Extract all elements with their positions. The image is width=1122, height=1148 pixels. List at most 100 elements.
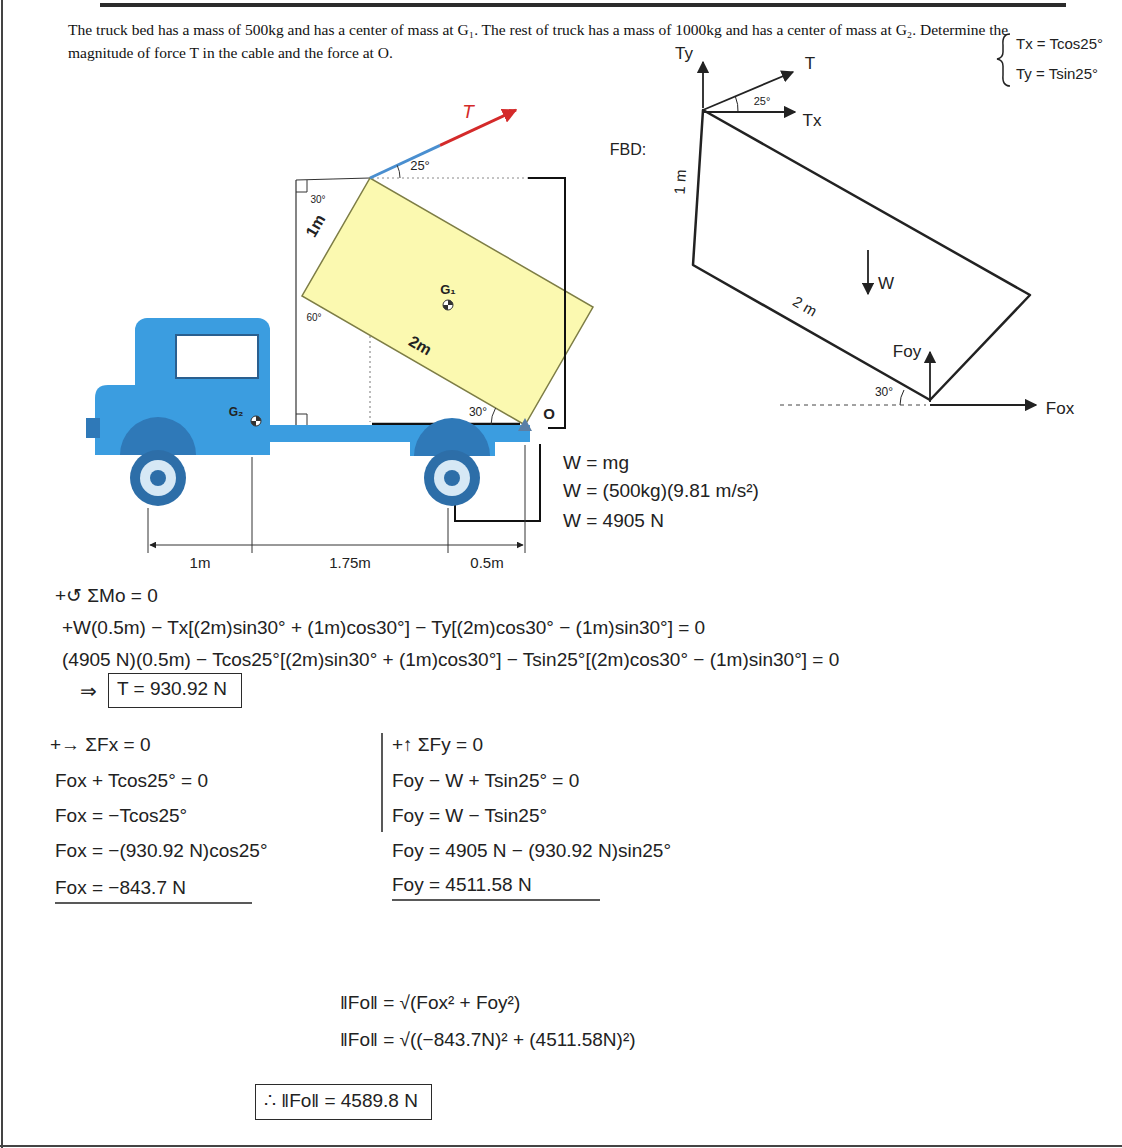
angle-label: 60° [306,312,321,324]
fbd-heading: FBD: [610,141,646,159]
angle-arc [900,390,904,405]
dimension-tick [525,445,526,553]
force-arrow [929,352,931,402]
equation-line: Fox + Tcos25° = 0 [55,770,208,792]
equation-line: Fox = −Tcos25° [55,805,187,827]
force-arrow [867,250,869,294]
angle-arc [397,165,400,178]
underline [392,899,600,901]
equation-line: Ty = Tsin25° [1016,65,1098,82]
answer-text: T = 930.92 N [117,678,233,700]
force-arrow [930,404,1036,406]
equation-line: Foy = 4511.58 N [392,874,532,896]
pivot-symbol [518,418,532,431]
force-arrow [703,72,793,110]
reference-line [295,180,296,426]
dimension-tick [148,508,149,553]
wheel-hub [150,470,166,486]
cable [370,145,440,178]
reference-line [780,405,926,406]
equation-line: W = 4905 N [563,510,664,532]
force-label: T [462,101,474,123]
bracket-line [528,178,565,428]
left-rule [1,0,3,1148]
angle-label: 25° [754,95,771,108]
equation-line: Fox = −843.7 N [55,877,186,899]
force-label: W [878,274,894,294]
bottom-rule [0,1145,1122,1147]
angle-label: 30° [875,386,893,400]
force-label: Fox [1046,399,1074,419]
point-label: G₁ [440,283,456,298]
equation-line: Foy = 4905 N − (930.92 N)sin25° [392,840,671,862]
angle-label: 25° [410,159,430,174]
right-angle-mark [296,414,307,426]
equation-line: W = mg [563,452,629,474]
dimension-label: 0.5m [470,554,503,571]
angle-label: 30° [469,406,487,420]
dimension-label: 1 m [671,169,690,195]
wheel [140,460,176,496]
point-label: G₂ [229,406,244,420]
equation-line: W = (500kg)(9.81 m/s²) [563,480,759,502]
cab-window [176,335,258,378]
angle-label: 30° [310,194,325,206]
answer-box: ∴ ‖Fo‖ = 4589.8 N [255,1084,432,1120]
equation-line: (4905 N)(0.5m) − Tcos25°[(2m)sin30° + (1… [62,649,839,671]
dimension-tick [448,508,449,553]
dimension-label: 1m [302,211,329,240]
equation-line: Tx = Tcos25° [1016,35,1103,52]
center-of-mass-symbol [251,416,261,426]
divider-line [381,733,383,832]
equation-line: Fox = −(930.92 N)cos25° [55,840,268,862]
truck-body [95,385,270,455]
wheel [424,450,480,506]
angle-arc [736,97,739,112]
equation-line: ‖Fo‖ = √((−843.7N)² + (4511.58N)²) [340,1029,636,1051]
equation-line: +↺ ΣMo = 0 [55,585,158,607]
wheel [434,460,470,496]
point-label: O [543,405,555,422]
force-label: Foy [893,342,921,362]
wheel-arch [120,417,196,455]
center-of-mass-symbol [448,300,453,305]
equation-line: +W(0.5m) − Tx[(2m)sin30° + (1m)cos30°] −… [62,617,705,639]
truck-bed [302,178,593,425]
equation-line: +↑ ΣFy = 0 [392,734,483,756]
force-label: Ty [675,44,693,64]
answer-text: ∴ ‖Fo‖ = 4589.8 N [264,1089,423,1112]
problem-statement: The truck bed has a mass of 500kg and ha… [68,18,1058,64]
angle-arc [491,408,496,425]
force-label: Tx [803,111,822,131]
wheel [130,450,186,506]
force-arrow [703,111,795,113]
wheel-hub [444,470,460,486]
force-label: T [805,54,815,74]
equation-line: Foy − W + Tsin25° = 0 [392,770,579,792]
center-of-mass-symbol [256,416,261,421]
equation-line: ‖Fo‖ = √(Fox² + Foy²) [340,992,520,1014]
equation-line: Foy = W − Tsin25° [392,805,547,827]
dimension-line [150,545,523,546]
center-of-mass-symbol [251,421,256,426]
force-arrow [440,110,516,145]
center-of-mass-symbol [443,305,448,310]
answer-box: T = 930.92 N [108,673,242,708]
dimension-label: 1m [190,554,211,571]
implies-symbol: ⇒ [80,680,97,703]
center-of-mass-symbol [443,300,453,310]
dimension-tick [252,457,253,553]
top-rule [100,3,1066,7]
reference-line [296,178,370,180]
brace [997,34,1010,86]
force-arrow [702,62,704,108]
underline [55,902,252,904]
dimension-label: 1.75m [329,554,371,571]
truck-chassis [260,425,530,442]
equation-line: +→ ΣFx = 0 [50,734,150,756]
right-angle-mark [296,180,307,192]
bumper [86,418,100,438]
